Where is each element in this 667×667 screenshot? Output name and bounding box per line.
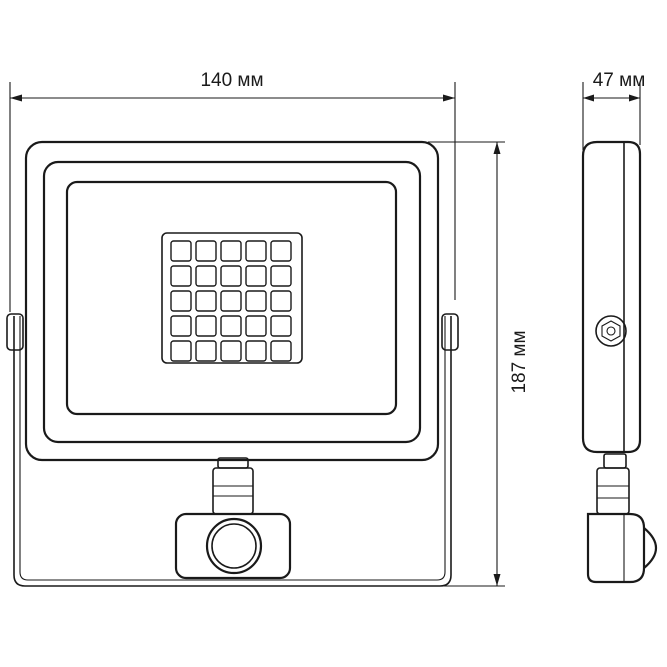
led-chip-icon: [270, 265, 292, 287]
led-chip-icon: [245, 240, 267, 262]
width-arrow-left: [10, 94, 22, 102]
height-dimension: 187 мм: [428, 141, 530, 587]
height-arrow-top: [493, 142, 501, 154]
led-chip-icon: [220, 290, 242, 312]
led-chip-icon: [170, 315, 192, 337]
width-label: 140 мм: [200, 70, 263, 91]
side-sensor-housing: [586, 512, 646, 584]
mounting-bracket-outer: [13, 316, 452, 587]
side-bolt-center-icon: [606, 326, 616, 336]
led-chip-icon: [220, 265, 242, 287]
bracket-pivot-right-icon: [441, 313, 459, 351]
led-grid: [170, 240, 292, 362]
led-chip-icon: [245, 290, 267, 312]
led-array-board: [161, 232, 303, 364]
led-chip-icon: [195, 265, 217, 287]
height-arrow-bottom: [493, 574, 501, 586]
led-chip-icon: [170, 340, 192, 362]
front-view: [6, 140, 459, 587]
led-chip-icon: [170, 240, 192, 262]
led-chip-icon: [170, 265, 192, 287]
depth-dimension: 47 мм: [582, 70, 646, 150]
side-view: [581, 140, 658, 584]
housing-bezel: [42, 160, 422, 444]
sensor-stem-body: [212, 467, 254, 515]
led-chip-icon: [195, 290, 217, 312]
side-bracket-bolt-icon: [595, 315, 627, 347]
led-chip-icon: [220, 315, 242, 337]
side-housing: [581, 140, 642, 454]
led-chip-icon: [270, 240, 292, 262]
led-chip-icon: [195, 315, 217, 337]
mounting-bracket-inner: [19, 316, 446, 581]
pir-sensor-dome-icon: [205, 517, 263, 575]
side-sensor-dome-icon: [643, 527, 658, 569]
depth-label: 47 мм: [593, 70, 646, 91]
led-chip-icon: [270, 315, 292, 337]
lens-panel: [65, 180, 398, 416]
led-chip-icon: [245, 340, 267, 362]
led-chip-icon: [270, 340, 292, 362]
side-sensor-stem-cap: [603, 453, 627, 469]
led-chip-icon: [170, 290, 192, 312]
led-chip-icon: [220, 240, 242, 262]
led-chip-icon: [245, 315, 267, 337]
side-sensor-stem-body: [596, 467, 630, 515]
bracket-pivot-left-icon: [6, 313, 24, 351]
housing-frame: [24, 140, 440, 462]
height-label: 187 мм: [509, 330, 530, 393]
led-chip-icon: [195, 240, 217, 262]
led-chip-icon: [195, 340, 217, 362]
led-chip-icon: [245, 265, 267, 287]
pir-sensor-lens-icon: [211, 523, 257, 569]
depth-arrow-right: [629, 94, 640, 102]
width-arrow-right: [443, 94, 455, 102]
width-dimension: 140 мм: [9, 70, 456, 312]
led-chip-icon: [270, 290, 292, 312]
pir-sensor-housing: [174, 512, 292, 580]
depth-arrow-left: [583, 94, 594, 102]
led-chip-icon: [220, 340, 242, 362]
side-bolt-hex-icon: [601, 320, 621, 342]
